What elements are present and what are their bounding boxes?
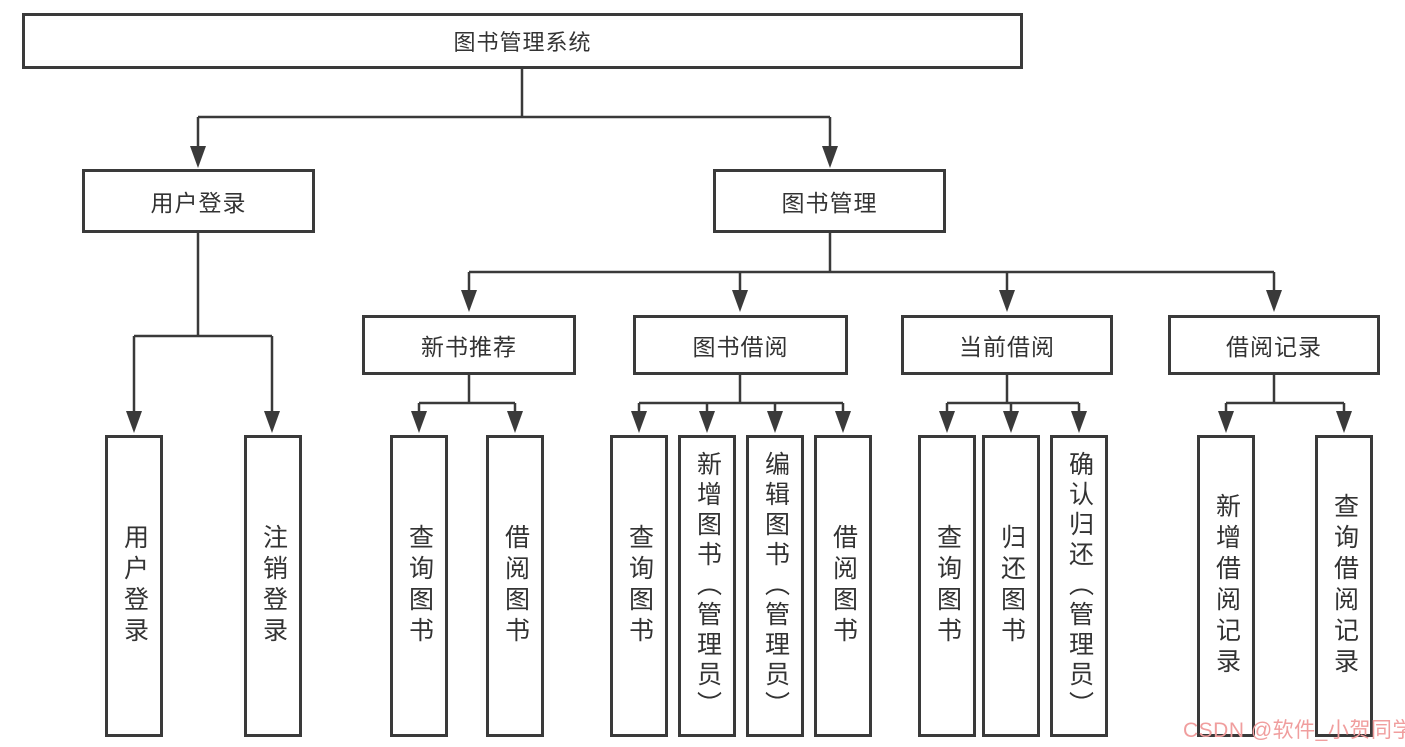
leaf-user-login: 用户登录 (105, 435, 163, 737)
node-label: 用户登录 (120, 524, 149, 648)
leaf-logout: 注销登录 (244, 435, 302, 737)
leaf-borrow-edit-books-admin: 编辑图书（管理员） (746, 435, 804, 737)
leaf-current-confirm-return-admin: 确认归还（管理员） (1050, 435, 1108, 737)
leaf-recommend-query-books: 查询图书 (390, 435, 448, 737)
node-user-login: 用户登录 (82, 169, 315, 233)
node-label: 查询图书 (625, 524, 654, 648)
leaf-borrow-add-books-admin: 新增图书（管理员） (678, 435, 736, 737)
node-label: 查询图书 (405, 524, 434, 648)
node-label: 图书管理系统 (453, 30, 592, 55)
leaf-current-return-books: 归还图书 (982, 435, 1040, 737)
node-new-book-recommend: 新书推荐 (362, 315, 576, 375)
node-label: 查询图书 (933, 524, 962, 648)
node-book-management: 图书管理 (713, 169, 946, 233)
node-label: 确认归还（管理员） (1065, 451, 1094, 721)
csdn-watermark: CSDN @软件_小贺同学 (1183, 719, 1405, 742)
node-label: 用户登录 (150, 190, 247, 216)
node-label: 查询借阅记录 (1330, 493, 1359, 679)
node-label: 注销登录 (259, 524, 288, 648)
leaf-current-query-books: 查询图书 (918, 435, 976, 737)
node-label: 新增图书（管理员） (693, 451, 722, 721)
leaf-borrow-query-books: 查询图书 (610, 435, 668, 737)
node-label: 当前借阅 (959, 334, 1055, 360)
node-label: 编辑图书（管理员） (761, 451, 790, 721)
node-label: 图书管理 (781, 190, 878, 216)
node-borrow-records: 借阅记录 (1168, 315, 1380, 375)
node-book-borrow: 图书借阅 (633, 315, 848, 375)
node-label: 图书借阅 (692, 334, 789, 360)
leaf-recommend-borrow-books: 借阅图书 (486, 435, 544, 737)
node-label: 新书推荐 (421, 334, 517, 360)
node-label: 归还图书 (997, 524, 1026, 648)
node-label: 新增借阅记录 (1212, 493, 1241, 679)
node-label: 借阅记录 (1226, 334, 1322, 360)
leaf-records-query-record: 查询借阅记录 (1315, 435, 1373, 737)
node-label: 借阅图书 (829, 524, 858, 648)
node-label: 借阅图书 (501, 524, 530, 648)
leaf-records-add-record: 新增借阅记录 (1197, 435, 1255, 737)
leaf-borrow-borrow-books: 借阅图书 (814, 435, 872, 737)
node-current-borrow: 当前借阅 (901, 315, 1113, 375)
node-root-system: 图书管理系统 (22, 13, 1023, 69)
